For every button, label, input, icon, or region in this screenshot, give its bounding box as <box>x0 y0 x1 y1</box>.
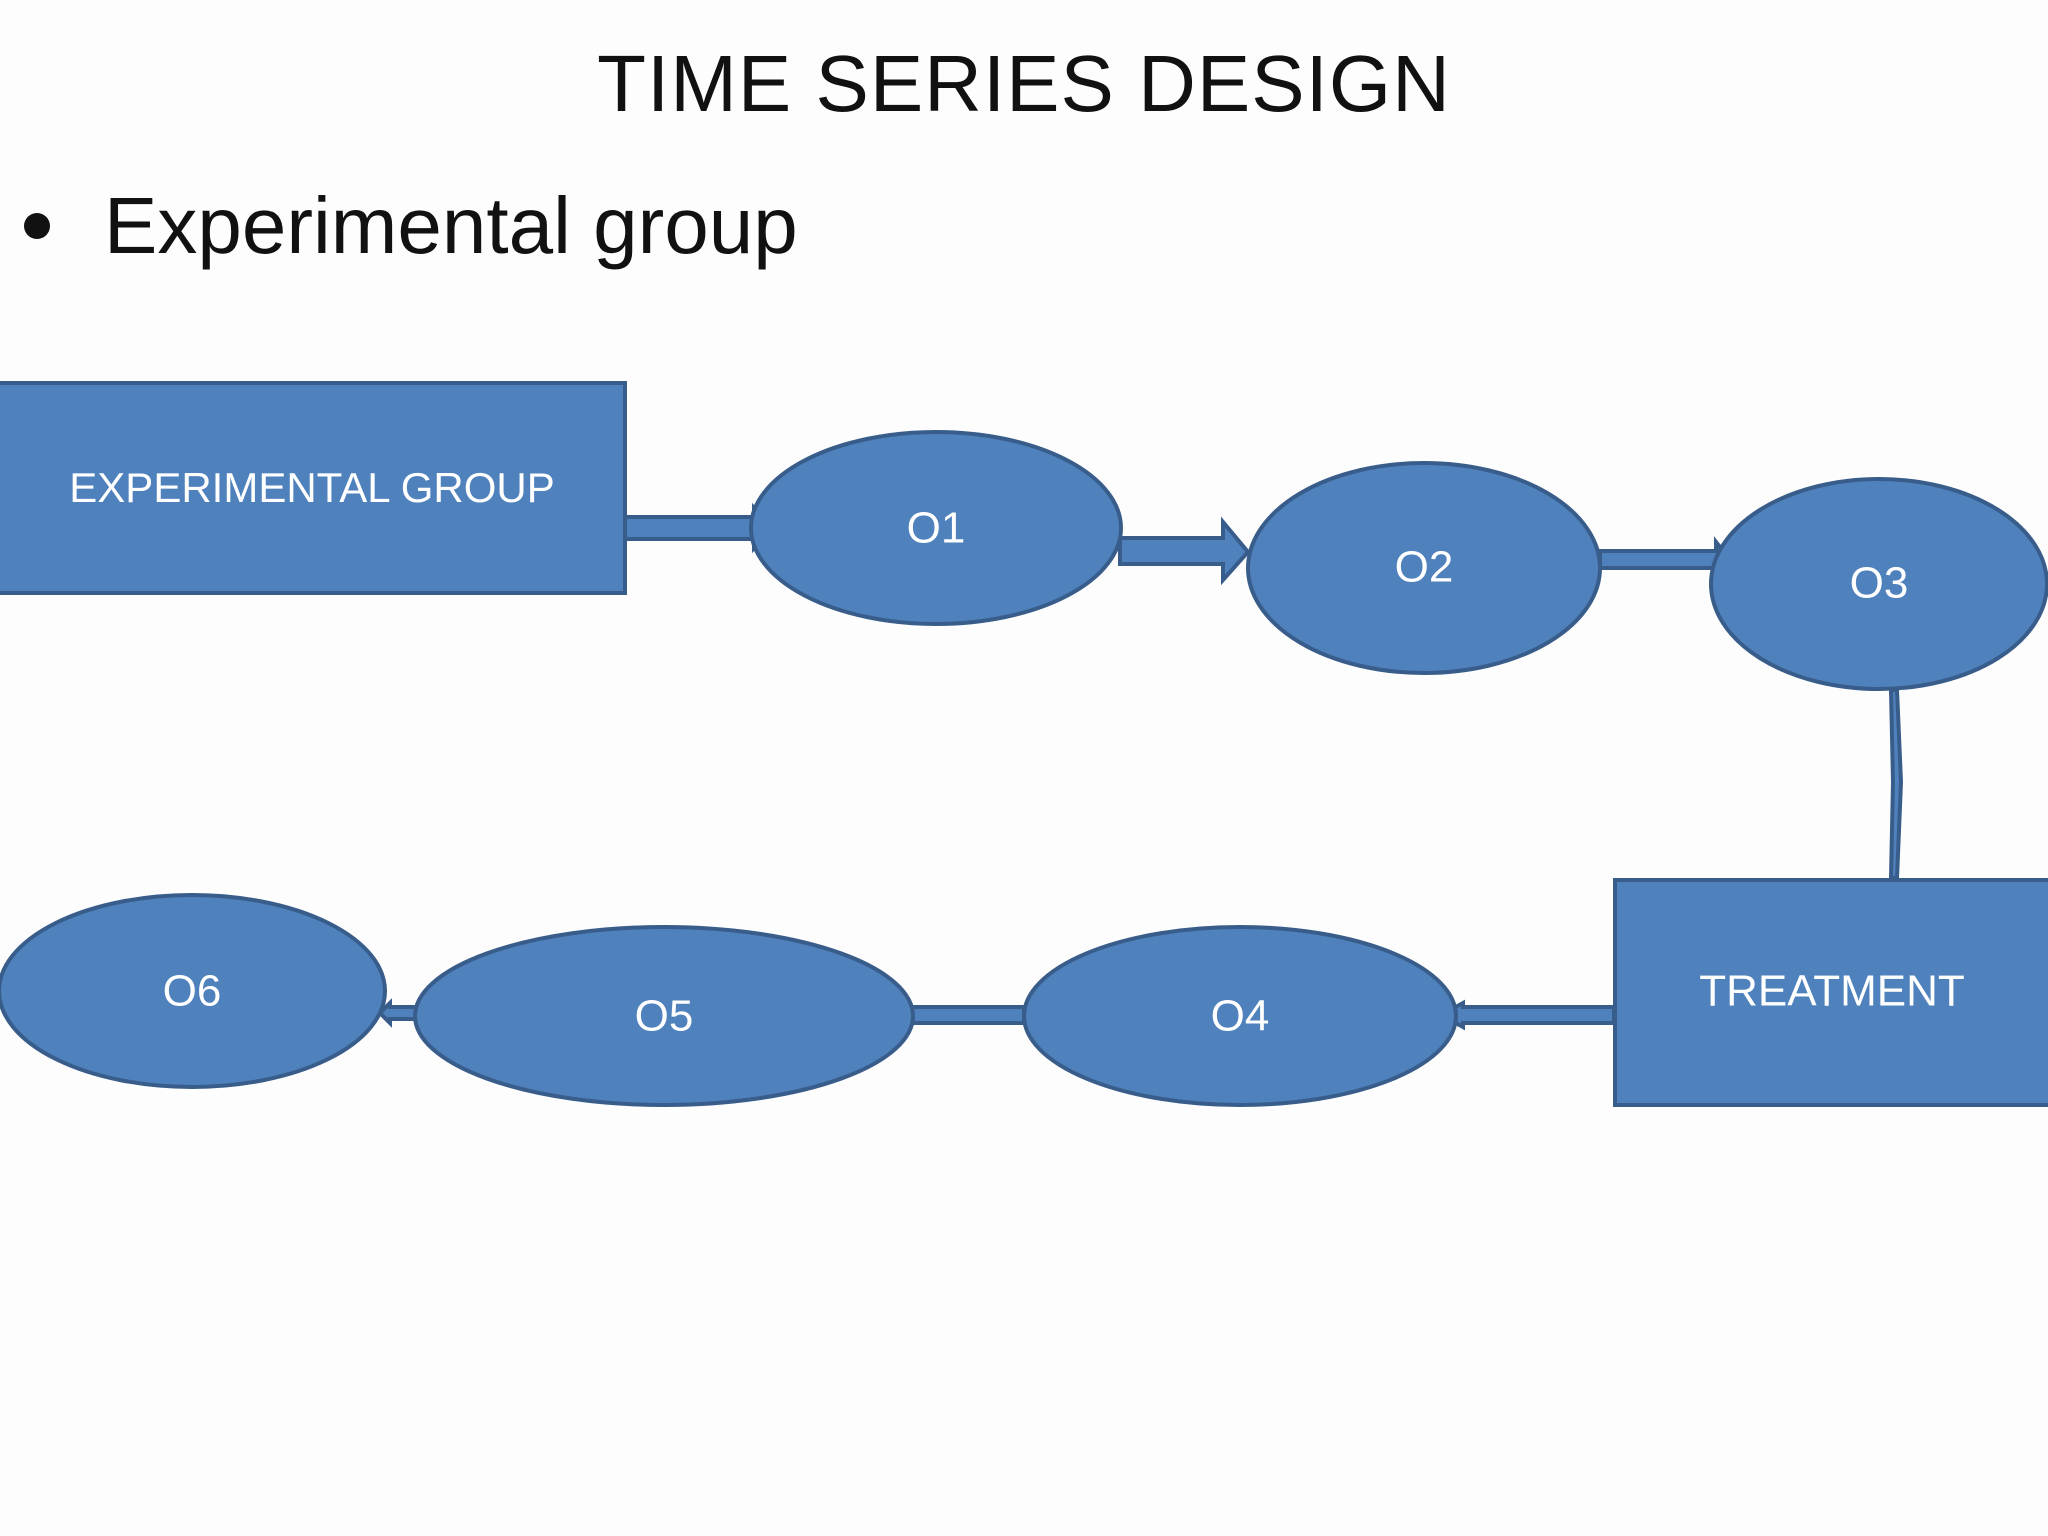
node-o6 <box>0 893 387 1089</box>
node-o5 <box>413 925 915 1107</box>
slide-title: TIME SERIES DESIGN <box>597 39 1451 128</box>
arrow-o5-to-o6 <box>377 998 418 1028</box>
arrow-o3-to-treatment <box>1888 688 1904 880</box>
label-o4: O4 <box>1211 992 1270 1041</box>
node-o3 <box>1709 477 2048 691</box>
label-o3: O3 <box>1850 559 1909 608</box>
node-o4 <box>1022 925 1458 1107</box>
arrow-treatment-to-o4 <box>1436 999 1616 1031</box>
bullet-text: Experimental group <box>104 181 798 270</box>
label-o6: O6 <box>163 967 222 1016</box>
node-o1 <box>749 430 1123 626</box>
node-o2 <box>1246 461 1602 675</box>
label-o2: O2 <box>1395 543 1454 592</box>
bullet-item: Experimental group <box>20 180 798 272</box>
node-experimental-group <box>0 381 627 595</box>
label-experimental-group: EXPERIMENTAL GROUP <box>69 464 554 511</box>
label-treatment: TREATMENT <box>1699 967 1965 1016</box>
label-o5: O5 <box>635 992 694 1041</box>
label-o1: O1 <box>907 504 966 553</box>
arrow-o1-to-o2 <box>1118 516 1251 586</box>
node-treatment <box>1613 878 2048 1107</box>
bullet-dot-icon <box>24 213 50 239</box>
